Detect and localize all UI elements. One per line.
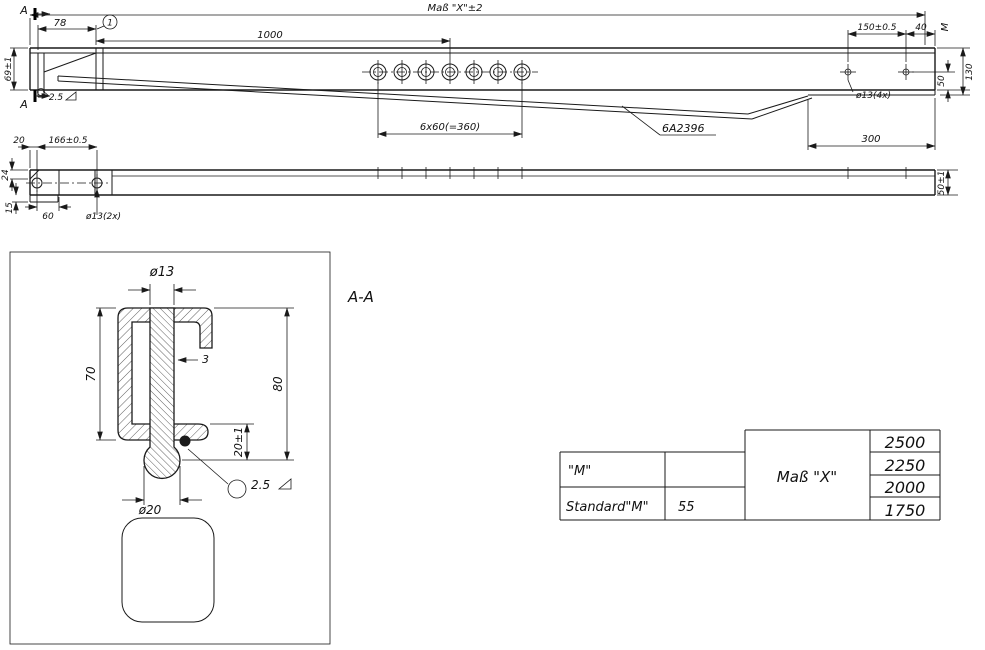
dim-20-1: 20±1 xyxy=(232,427,245,457)
table-x-value: 1750 xyxy=(885,501,926,520)
side-view-dimensions: Maß "X"±2 78 1 1000 150±0.5 40 M 69±1 2.… xyxy=(4,3,975,150)
hole-row xyxy=(369,60,531,84)
part-number: 6A2396 xyxy=(662,122,705,135)
table-standard-value: 55 xyxy=(678,500,695,515)
dim-d13: ø13 xyxy=(149,265,175,280)
variant-table: "M" Standard"M" 55 Maß "X" 2500 2250 200… xyxy=(559,429,941,521)
side-view-geometry xyxy=(29,47,936,120)
table-x-value: 2500 xyxy=(885,433,926,452)
section-marker-a-bottom: A xyxy=(19,98,28,111)
weld-flag-icon xyxy=(277,478,292,490)
dim-78: 78 xyxy=(54,18,67,29)
centerline-ticks xyxy=(377,167,907,179)
m-mark: M xyxy=(940,22,951,31)
section-title: A-A xyxy=(347,288,374,306)
table-x-value: 2000 xyxy=(885,478,926,497)
dim-plan-holes: ø13(2x) xyxy=(85,212,121,222)
dim-20: 20 xyxy=(13,136,25,146)
weld-bead xyxy=(179,435,191,447)
table-massx-header: Maß "X" xyxy=(777,468,837,486)
dim-60: 60 xyxy=(42,212,54,222)
tube-profile xyxy=(121,517,215,623)
weld-size-left: 2.5 xyxy=(49,93,64,103)
plan-view-dimensions: 20 166±0.5 24 15 60 ø13(2x) 50±1 xyxy=(1,136,958,222)
section-frame xyxy=(9,251,331,645)
section-view: A-A ø13 70 3 20±1 80 xyxy=(9,251,374,645)
dim-holes-right: ø13(4x) xyxy=(855,91,891,101)
dim-300: 300 xyxy=(861,134,880,145)
weld-balloon-circle xyxy=(227,479,247,499)
section-marker-a-top: A xyxy=(19,4,28,17)
dim-150: 150±0.5 xyxy=(857,23,896,33)
plan-view-geometry xyxy=(26,167,936,203)
dim-3: 3 xyxy=(202,353,209,366)
dim-50-1: 50±1 xyxy=(937,171,947,196)
balloon-circle xyxy=(102,14,118,30)
dim-hole-pattern: 6x60(=360) xyxy=(420,122,480,133)
dim-50: 50 xyxy=(937,75,947,87)
dim-1000: 1000 xyxy=(257,30,282,41)
dim-80: 80 xyxy=(271,376,285,392)
dim-130: 130 xyxy=(965,63,975,80)
table-m-label: "M" xyxy=(568,464,591,479)
weld-flag-icon xyxy=(64,91,77,101)
dim-70: 70 xyxy=(84,366,98,382)
right-hole-group xyxy=(840,64,914,80)
dim-15: 15 xyxy=(5,202,15,214)
dim-69: 69±1 xyxy=(4,57,14,82)
balloon-1: 1 xyxy=(107,19,113,29)
dim-40: 40 xyxy=(915,23,927,33)
weld-size-section: 2.5 xyxy=(251,478,270,492)
dim-24: 24 xyxy=(1,169,11,181)
dim-overall-length: Maß "X"±2 xyxy=(427,3,482,14)
table-x-value: 2250 xyxy=(885,456,926,475)
dim-d20: ø20 xyxy=(138,503,162,517)
table-standard-label: Standard"M" xyxy=(566,500,649,515)
dim-166: 166±0.5 xyxy=(48,136,87,146)
